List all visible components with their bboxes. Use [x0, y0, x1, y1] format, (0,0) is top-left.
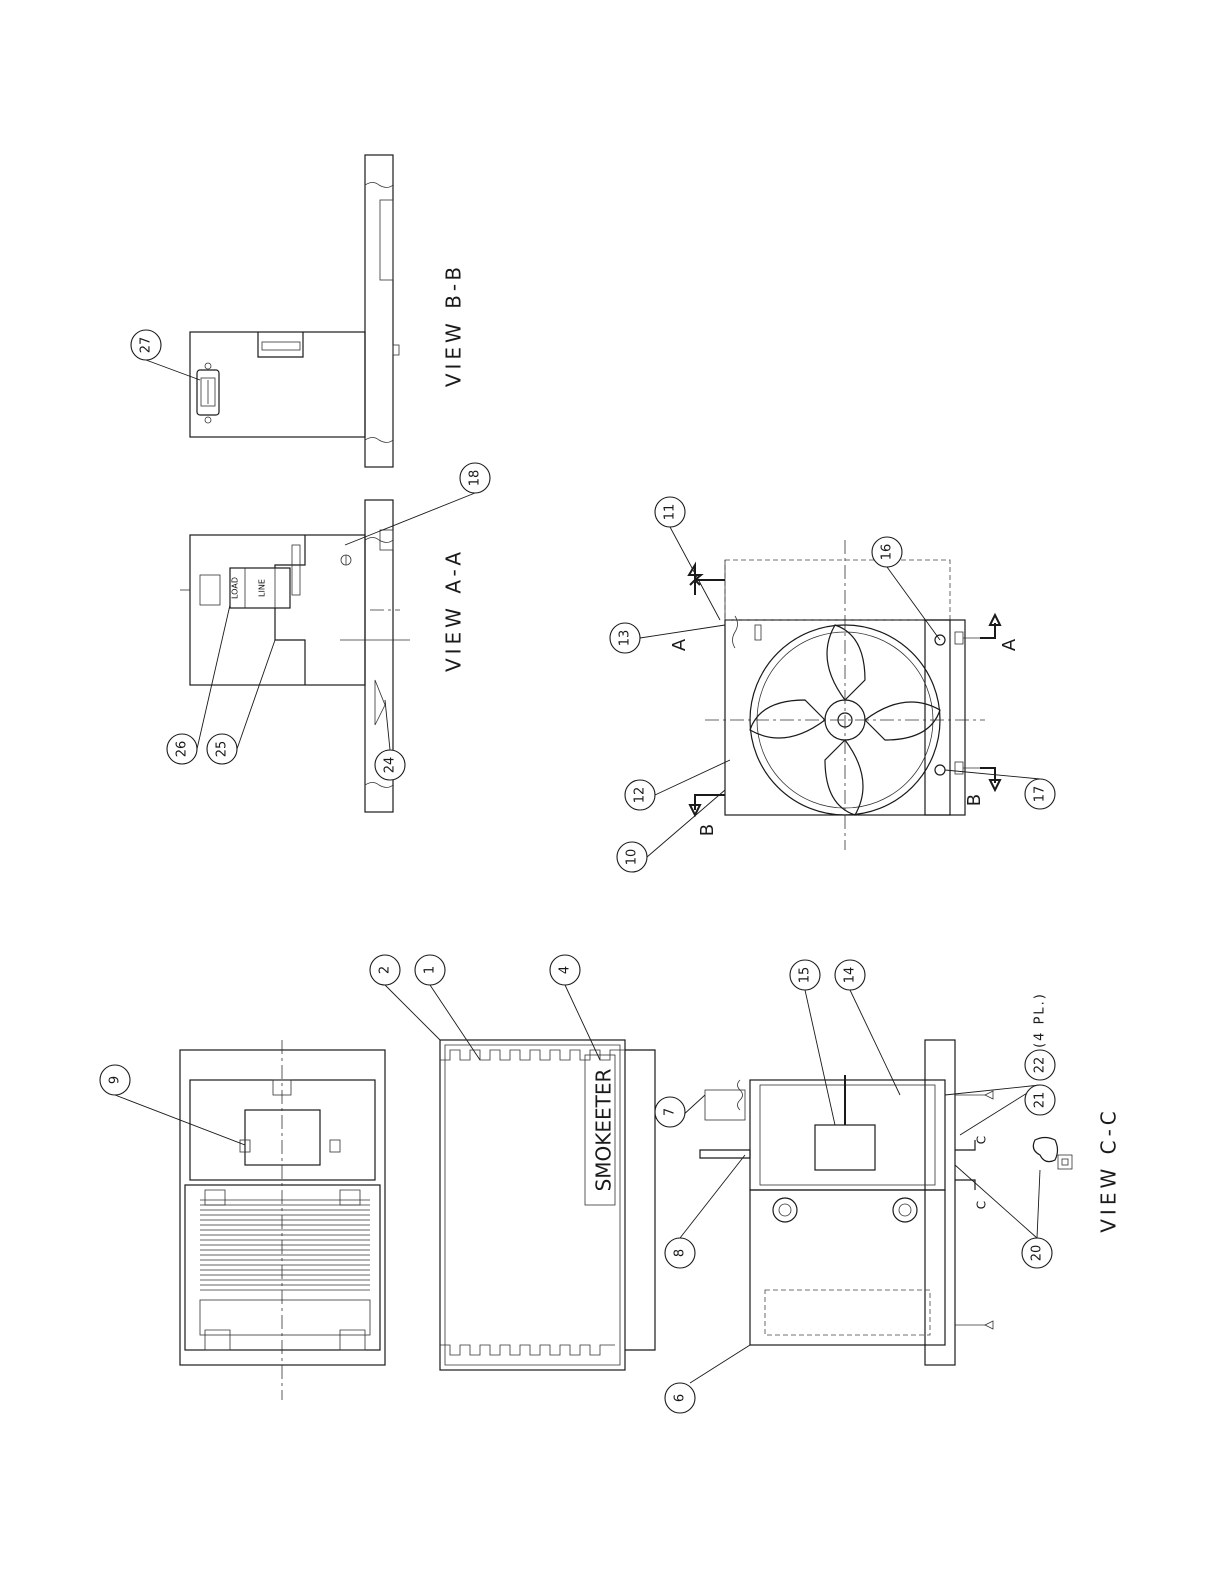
filter-load-label: LOAD [231, 577, 240, 599]
section-mark-a-bottom: A [999, 638, 1020, 651]
balloon-12: 12 [625, 780, 655, 810]
balloon-7: 7 [655, 1097, 685, 1127]
svg-text:20: 20 [1030, 1245, 1045, 1262]
balloon-21: 21 [1025, 1085, 1055, 1115]
section-mark-b-bottom: B [964, 794, 985, 806]
balloon-25: 25 [207, 734, 237, 764]
balloon-4: 4 [550, 955, 580, 985]
balloon-18: 18 [460, 463, 490, 493]
balloon-22: 22 [1025, 1050, 1055, 1080]
svg-text:16: 16 [880, 544, 895, 561]
svg-text:2: 2 [378, 966, 393, 974]
svg-text:21: 21 [1033, 1092, 1048, 1109]
housing-top-view [180, 1040, 385, 1400]
svg-text:14: 14 [843, 967, 858, 984]
svg-text:18: 18 [468, 470, 483, 487]
leader-lines [115, 360, 1040, 1383]
balloon-8: 8 [665, 1238, 695, 1268]
view-b-b-drawing [190, 155, 399, 467]
filter-line-label: LINE [258, 579, 267, 597]
balloon-27: 27 [131, 330, 161, 360]
section-mark-a-top: A [669, 638, 690, 651]
svg-text:13: 13 [618, 630, 633, 647]
quantity-note: (4 PL.) [1033, 992, 1048, 1048]
balloon-14: 14 [835, 960, 865, 990]
svg-text:4: 4 [558, 966, 573, 974]
balloon-17: 17 [1025, 779, 1055, 809]
svg-text:9: 9 [108, 1076, 123, 1084]
svg-text:11: 11 [663, 504, 678, 521]
svg-text:1: 1 [423, 966, 438, 974]
svg-text:27: 27 [139, 337, 154, 354]
svg-text:8: 8 [673, 1249, 688, 1257]
balloon-15: 15 [790, 960, 820, 990]
balloon-11: 11 [655, 497, 685, 527]
svg-text:17: 17 [1033, 786, 1048, 803]
view-a-a-label: VIEW A-A [442, 548, 466, 672]
svg-text:24: 24 [383, 757, 398, 774]
view-c-c-label: VIEW C-C [1097, 1107, 1121, 1233]
svg-text:15: 15 [798, 967, 813, 984]
svg-text:25: 25 [215, 741, 230, 758]
view-b-b-label: VIEW B-B [442, 263, 466, 387]
svg-text:26: 26 [175, 741, 190, 758]
cover-panel: SMOKEETER [440, 1040, 655, 1370]
view-c-c-drawing [700, 1040, 1072, 1365]
fan-assembly-view [689, 540, 1000, 850]
section-mark-c-bottom: C [975, 1201, 989, 1209]
balloon-20: 20 [1022, 1238, 1052, 1268]
brand-logo-text: SMOKEETER [592, 1068, 616, 1191]
svg-text:7: 7 [663, 1108, 678, 1116]
balloon-13: 13 [610, 623, 640, 653]
svg-text:22: 22 [1033, 1057, 1048, 1074]
svg-text:10: 10 [625, 849, 640, 866]
svg-text:12: 12 [633, 787, 648, 804]
balloon-16: 16 [872, 537, 902, 567]
balloon-26: 26 [167, 734, 197, 764]
svg-text:6: 6 [673, 1394, 688, 1402]
balloon-10: 10 [617, 842, 647, 872]
balloon-6: 6 [665, 1383, 695, 1413]
balloon-9: 9 [100, 1065, 130, 1095]
balloon-2: 2 [370, 955, 400, 985]
section-mark-b-top: B [697, 824, 718, 836]
balloon-1: 1 [415, 955, 445, 985]
balloon-24: 24 [375, 750, 405, 780]
section-mark-c-top: C [975, 1136, 989, 1144]
